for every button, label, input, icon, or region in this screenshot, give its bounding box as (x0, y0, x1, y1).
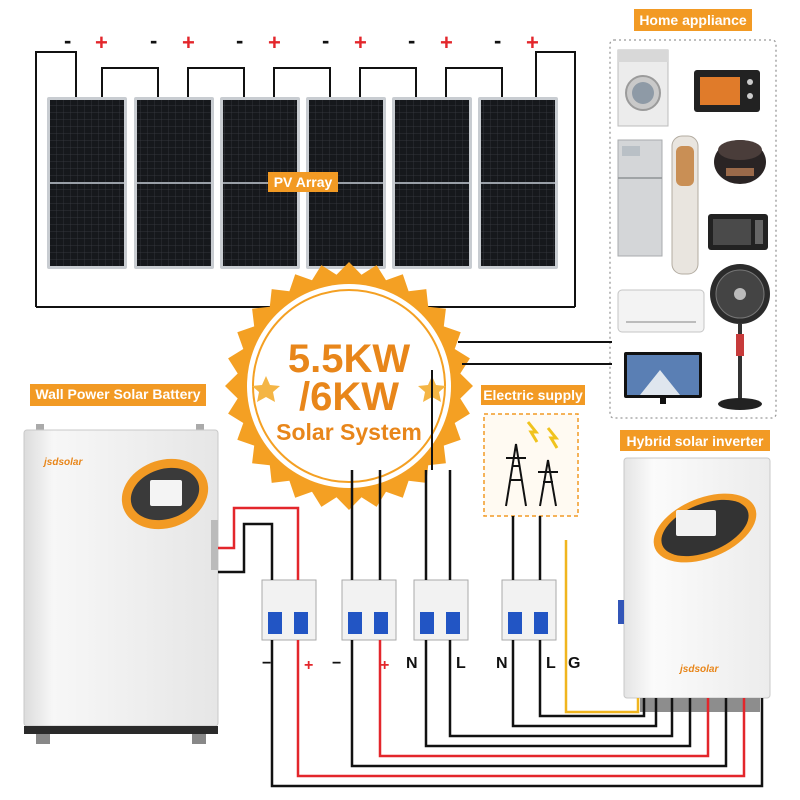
breakers (261, 579, 557, 641)
inverter-brand-logo: jsdsolar (678, 664, 719, 675)
wall-air-conditioner-icon (617, 289, 705, 333)
washing-machine-icon (617, 49, 669, 127)
pv-negative-sign: - (494, 28, 501, 53)
standing-fan-icon (710, 264, 770, 410)
wall-battery: Wall Power Solar Battery jsdsolar (23, 384, 219, 744)
badge-line-1: 5.5KW (288, 337, 410, 381)
dc-breaker-battery (261, 579, 317, 641)
hybrid-inverter: Hybrid solar inverter jsdsolar (618, 430, 771, 712)
pv-negative-sign: - (322, 28, 329, 53)
lightning-icon (526, 421, 540, 443)
terminal-negative-pv: − (332, 655, 341, 672)
refrigerator-icon (617, 139, 663, 257)
pv-positive-sign: + (95, 30, 108, 55)
badge-line-3: Solar System (276, 419, 422, 445)
rice-cooker-icon (714, 140, 766, 184)
pv-positive-sign: + (440, 30, 453, 55)
solar-panel (47, 97, 127, 269)
microwave-icon (708, 214, 768, 250)
terminal-negative-battery: − (262, 655, 271, 672)
system-power-badge: 5.5KW /6KW Solar System (225, 262, 473, 510)
terminal-neutral-load: N (406, 655, 418, 672)
pv-positive-sign: + (526, 30, 539, 55)
wall-battery-label-text: Wall Power Solar Battery (35, 386, 200, 402)
pv-negative-sign: - (236, 28, 243, 53)
pv-array-label-text: PV Array (274, 174, 333, 190)
oven-icon (694, 70, 760, 112)
solar-panel (134, 97, 214, 269)
terminal-ground: G (568, 655, 580, 672)
television-icon (624, 352, 702, 404)
battery-brand-logo: jsdsolar (42, 457, 83, 468)
electric-supply-label-text: Electric supply (483, 387, 583, 403)
terminal-positive-battery: + (304, 657, 313, 674)
dc-breaker-pv (341, 579, 397, 641)
appliance-feed-lines (431, 341, 612, 470)
pv-polarity-signs: - + - + - + - + - + - + (64, 28, 539, 55)
terminal-positive-pv: + (380, 657, 389, 674)
solar-panel (478, 97, 558, 269)
pv-negative-sign: - (64, 28, 71, 53)
solar-panel (392, 97, 472, 269)
pv-positive-sign: + (182, 30, 195, 55)
pv-negative-sign: - (150, 28, 157, 53)
terminal-line-load: L (456, 655, 466, 672)
terminal-neutral-grid: N (496, 655, 508, 672)
hybrid-inverter-label-text: Hybrid solar inverter (627, 433, 764, 449)
system-wiring (218, 470, 764, 788)
home-appliance-label-text: Home appliance (639, 12, 747, 28)
star-icon (252, 376, 280, 402)
home-appliance-panel: Home appliance (609, 9, 777, 419)
pv-positive-sign: + (268, 30, 281, 55)
terminal-labels: − + − + N L N L G (262, 655, 580, 674)
pv-array (47, 97, 558, 269)
pv-array-label: PV Array (268, 172, 338, 192)
pv-negative-sign: - (408, 28, 415, 53)
terminal-line-grid: L (546, 655, 556, 672)
ac-breaker-grid (501, 579, 557, 641)
electric-supply: Electric supply (481, 385, 585, 517)
pv-positive-sign: + (354, 30, 367, 55)
tower-air-conditioner-icon (671, 135, 699, 275)
power-tower-icon (505, 443, 558, 507)
lightning-icon (546, 427, 560, 449)
badge-line-2: /6KW (299, 375, 399, 419)
ac-breaker-load (413, 579, 469, 641)
